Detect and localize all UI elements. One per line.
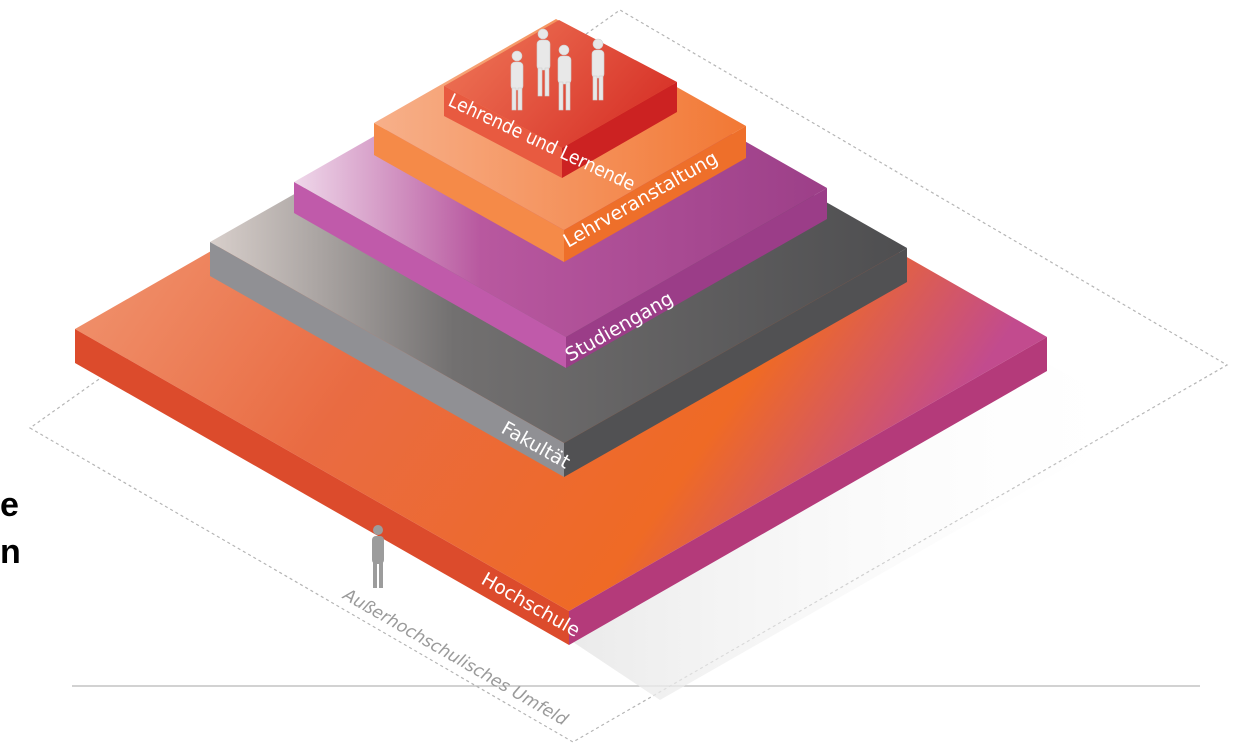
person-icon <box>372 525 384 588</box>
person-icon <box>536 28 551 97</box>
level-studiengang-side <box>566 188 827 368</box>
level-studiengang-front <box>294 182 566 368</box>
level-lehrende-lernende-side <box>562 82 677 178</box>
level-fakultaet-front <box>210 242 564 477</box>
level-fakultaet-side <box>564 248 907 477</box>
pyramid-shadow <box>570 365 1150 700</box>
side-text-line-2: n <box>0 533 21 571</box>
level-lehrveranstaltung-front <box>374 123 564 262</box>
level-lehrende-lernende-front <box>444 86 562 178</box>
level-hochschule-side <box>569 337 1047 645</box>
environment-outline <box>28 9 1229 743</box>
level-hochschule-front <box>75 329 569 645</box>
level-lehrveranstaltung-side <box>564 126 746 262</box>
person-icon <box>591 38 605 101</box>
person-icon <box>510 50 524 111</box>
people-group-icon <box>510 28 605 111</box>
side-text-line-1: e <box>0 486 19 524</box>
person-icon <box>557 44 572 111</box>
